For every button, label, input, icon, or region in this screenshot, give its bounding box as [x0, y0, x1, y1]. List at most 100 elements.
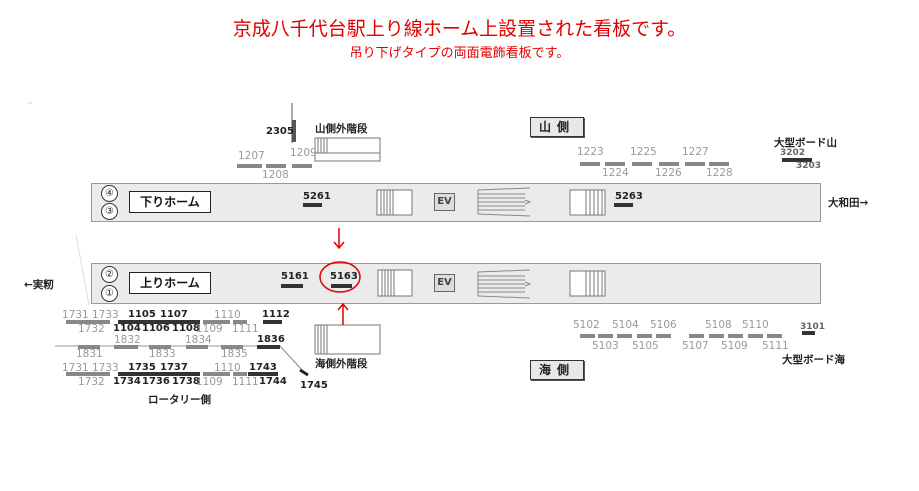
yama-side-label: 山側 [530, 117, 584, 137]
up-arrow-head-icon [337, 302, 349, 311]
sign-number-label: 1736 [142, 376, 170, 387]
sign-bar [637, 334, 652, 338]
elevator-down: EV [434, 193, 455, 211]
sign-bar [186, 345, 208, 349]
sign-number-label: 1111 [232, 376, 259, 388]
sign-bar [221, 345, 243, 349]
sign-number-label: 3101 [800, 322, 826, 332]
sign-bar [748, 334, 763, 338]
sign-number-label: 1733 [92, 309, 119, 321]
sign-bar [782, 158, 797, 162]
large-board-umi-label: 大型ボード海 [782, 354, 845, 366]
sign-bar [78, 345, 100, 349]
sign-bar [580, 334, 595, 338]
sign-bar [709, 334, 724, 338]
sign-number-label: 1107 [160, 309, 188, 320]
sign-number-label: 1732 [78, 376, 105, 388]
sign-number-label: 1224 [602, 167, 629, 179]
down-arrow-head-icon [333, 241, 345, 250]
yama-stairs-label: 山側外階段 [315, 123, 368, 135]
sign-number-label: 1108 [172, 323, 200, 334]
sign-number-label: 1732 [78, 323, 105, 335]
sign-number-label: 1738 [172, 376, 200, 387]
sign-number-label: 1832 [114, 334, 141, 346]
sign-bar [203, 320, 230, 324]
sign-bar [605, 162, 625, 166]
sign-bar [233, 372, 247, 376]
sign-bar [281, 284, 303, 288]
sign-number-label: 5109 [721, 340, 748, 352]
sign-bar [331, 284, 352, 288]
rotary-side-label: ロータリー側 [148, 394, 211, 406]
sign-number-label: 1228 [706, 167, 733, 179]
sign-number-label: 1731 [62, 309, 89, 321]
sign-bar [802, 331, 815, 335]
sign-number-label: 3203 [796, 161, 822, 171]
sign-number-label: 1223 [577, 146, 604, 158]
direction-mimomi: ←実籾 [24, 279, 54, 291]
sign-number-label: 1743 [249, 362, 277, 373]
sign-bar [118, 372, 200, 376]
sign-bar [767, 334, 782, 338]
escalator-icon [477, 187, 531, 191]
track-4-badge: ④ [101, 185, 118, 202]
sign-number-label: 5108 [705, 319, 732, 331]
sign-bar [689, 334, 704, 338]
elevator-up: EV [434, 274, 455, 292]
sign-bar [659, 162, 679, 166]
sign-number-label: 1225 [630, 146, 657, 158]
up-platform [91, 263, 821, 304]
escalator-icon [477, 269, 531, 273]
sign-number-label: 1226 [655, 167, 682, 179]
stairs-icon [569, 270, 606, 297]
sign-bar [66, 320, 110, 324]
sign-bar [685, 162, 705, 166]
sign-number-label: 3202 [780, 148, 806, 158]
track-2-badge: ② [101, 266, 118, 283]
sign-number-label: 1109 [196, 323, 223, 335]
page-title: 京成八千代台駅上り線ホーム上設置された看板です。 [232, 18, 687, 40]
sign-number-label: 5261 [303, 191, 331, 202]
sign-number-label: 1105 [128, 309, 156, 320]
sign-number-label: 1833 [149, 348, 176, 360]
sign-number-label: 1836 [257, 334, 285, 345]
sign-number-label: 1745 [300, 380, 328, 391]
sign-bar [149, 345, 171, 349]
up-platform-label: 上りホーム [129, 272, 211, 294]
sign-number-label: 5102 [573, 319, 600, 331]
sign-number-label: 1209 [290, 147, 317, 159]
sign-bar [248, 372, 278, 376]
edge-line [75, 234, 90, 306]
sign-number-label: 1208 [262, 169, 289, 181]
sign-number-label: 1744 [259, 376, 287, 387]
sign-number-label: 5107 [682, 340, 709, 352]
track-1-badge: ① [101, 285, 118, 302]
sign-bar [617, 334, 632, 338]
sign-bar [118, 320, 190, 324]
sign-bar [614, 203, 633, 207]
sign-number-label: 5106 [650, 319, 677, 331]
sign-number-label: 5163 [330, 271, 358, 282]
sign-number-label: 5105 [632, 340, 659, 352]
sign-number-label: 1733 [92, 362, 119, 374]
stairs-icon [376, 189, 413, 216]
stairs-icon [377, 269, 413, 297]
sign-number-label: 1737 [160, 362, 188, 373]
sign-number-label: 1731 [62, 362, 89, 374]
stairs-icon [569, 189, 606, 216]
sign-number-label: 1831 [76, 348, 103, 360]
sign-number-label: 1834 [185, 334, 212, 346]
sign-bar [656, 334, 671, 338]
sign-bar [632, 162, 652, 166]
sign-bar [598, 334, 613, 338]
sign-bar [580, 162, 600, 166]
umi-side-label: 海側 [530, 360, 584, 380]
sign-number-label: 5161 [281, 271, 309, 282]
sign-bar [263, 320, 282, 324]
sign-bar [190, 320, 200, 324]
large-board-yama-label: 大型ボード山 [774, 137, 837, 149]
sign-number-label: 1110 [214, 362, 241, 374]
sign-bar [257, 345, 280, 349]
down-platform [91, 183, 821, 222]
